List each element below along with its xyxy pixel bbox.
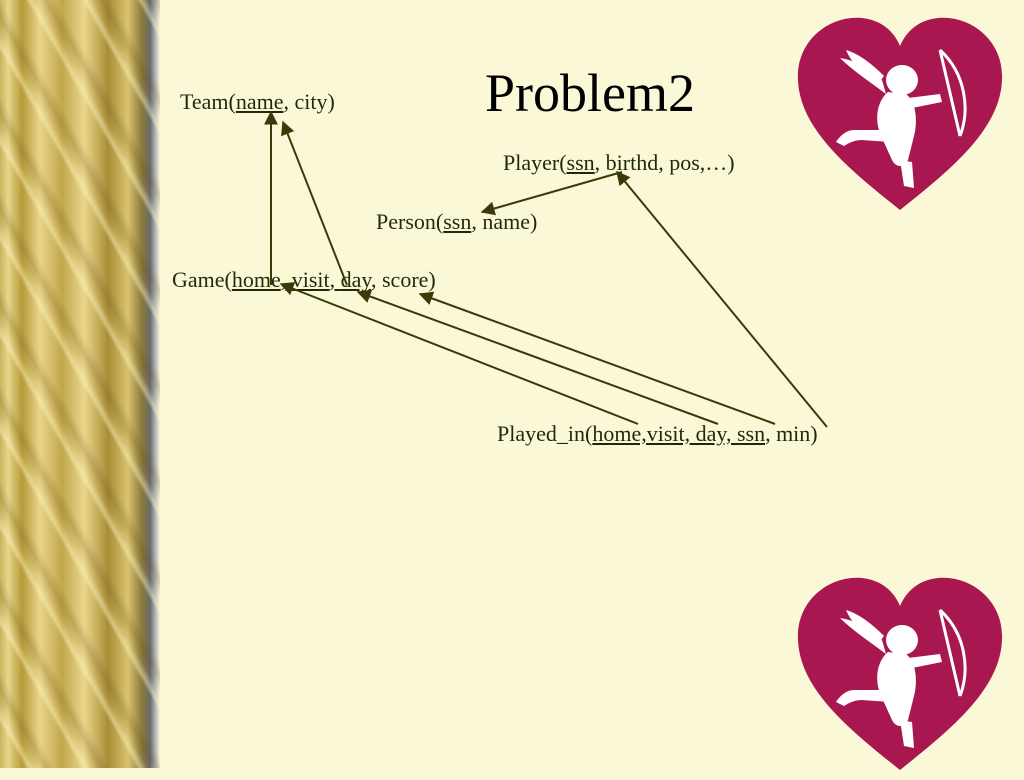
arrow-game-visit-to-team bbox=[281, 120, 348, 286]
arrow-playedin-ssn-to-player bbox=[616, 170, 828, 428]
gold-rope-border bbox=[0, 0, 160, 768]
key-attribute: ssn bbox=[566, 150, 595, 175]
key-attribute: name bbox=[235, 89, 284, 114]
attribute: min bbox=[776, 421, 811, 446]
arrow-playedin-home-to-game bbox=[279, 282, 639, 425]
key-attribute: ssn bbox=[443, 209, 472, 234]
relation-player: Player(ssn, birthd, pos,…) bbox=[503, 150, 735, 175]
attribute: birthd bbox=[605, 150, 659, 175]
key-attribute: home, visit, day bbox=[231, 267, 371, 292]
arrow-playedin-visit-to-game bbox=[356, 289, 719, 425]
arrow-playedin-day-to-game bbox=[418, 291, 776, 425]
key-attribute: home,visit, day, ssn bbox=[592, 421, 766, 446]
relation-team: Team(name, city) bbox=[180, 89, 335, 114]
slide-title: Problem2 bbox=[485, 63, 695, 123]
relation-name: Person bbox=[376, 209, 436, 234]
relation-name: Team bbox=[180, 89, 229, 114]
relation-game: Game(home, visit, day, score) bbox=[172, 267, 436, 292]
relation-played-in: Played_in(home,visit, day, ssn, min) bbox=[497, 421, 818, 446]
attribute: city bbox=[294, 89, 328, 114]
relation-name: Player bbox=[503, 150, 560, 175]
cupid-heart-icon bbox=[797, 577, 1003, 770]
relation-name: Game bbox=[172, 267, 225, 292]
relation-name: Played_in bbox=[497, 421, 585, 446]
attribute: pos,… bbox=[669, 150, 728, 175]
relation-person: Person(ssn, name) bbox=[376, 209, 538, 234]
arrow-player-to-person bbox=[480, 171, 623, 216]
attribute: score bbox=[382, 267, 429, 292]
cupid-heart-icon bbox=[797, 17, 1003, 210]
